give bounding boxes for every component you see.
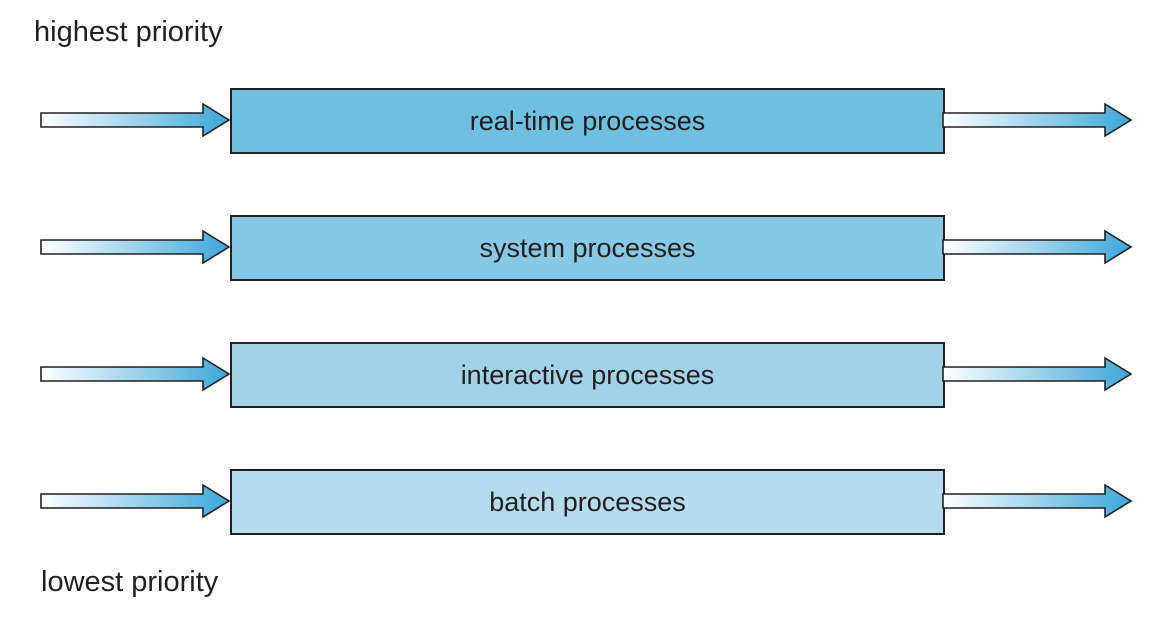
incoming-arrow-icon bbox=[40, 102, 231, 138]
outgoing-arrow-icon bbox=[942, 102, 1133, 138]
queue-label: batch processes bbox=[489, 486, 686, 517]
queue-box: real-time processes bbox=[230, 88, 945, 154]
queue-box: system processes bbox=[230, 215, 945, 281]
queue-row: system processes bbox=[0, 215, 1170, 281]
queue-box: interactive processes bbox=[230, 342, 945, 408]
lowest-priority-label: lowest priority bbox=[41, 566, 219, 598]
queue-label: system processes bbox=[479, 232, 696, 263]
queue-row: real-time processes bbox=[0, 88, 1170, 154]
queue-row: interactive processes bbox=[0, 342, 1170, 408]
outgoing-arrow-icon bbox=[942, 229, 1133, 265]
queue-box: batch processes bbox=[230, 469, 945, 535]
queue-row: batch processes bbox=[0, 469, 1170, 535]
queue-label: interactive processes bbox=[460, 359, 715, 390]
incoming-arrow-icon bbox=[40, 229, 231, 265]
highest-priority-label: highest priority bbox=[34, 16, 223, 48]
incoming-arrow-icon bbox=[40, 356, 231, 392]
incoming-arrow-icon bbox=[40, 483, 231, 519]
outgoing-arrow-icon bbox=[942, 483, 1133, 519]
outgoing-arrow-icon bbox=[942, 356, 1133, 392]
queue-label: real-time processes bbox=[469, 105, 706, 136]
